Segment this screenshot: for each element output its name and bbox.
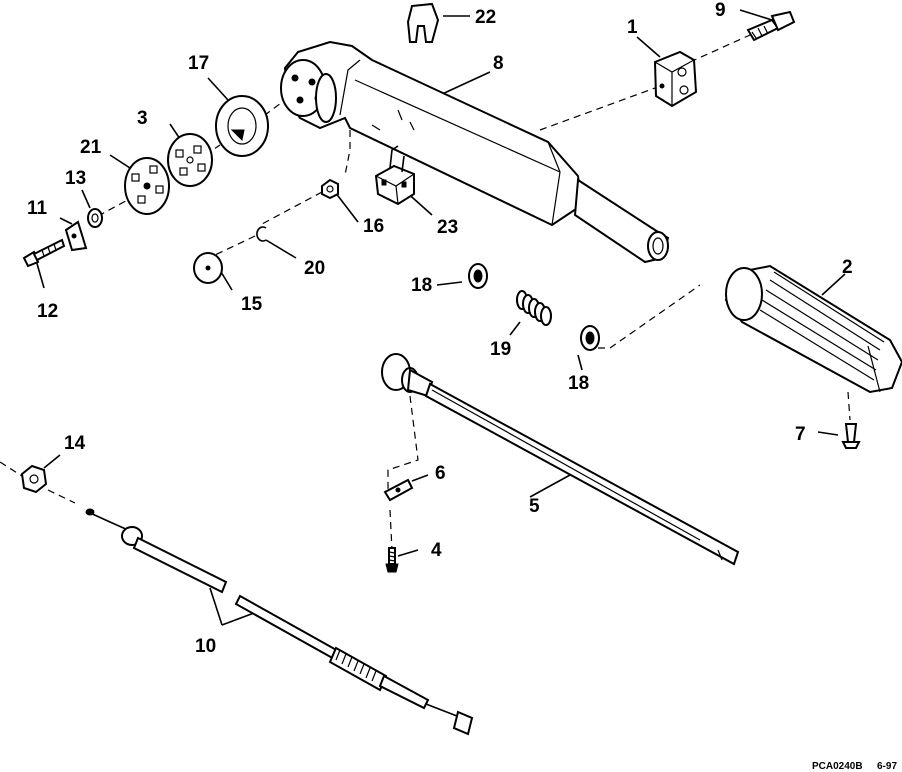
footer: PCA0240B 6-97 <box>812 761 897 772</box>
clip-part-22 <box>406 2 440 43</box>
label-part-7: 7 <box>795 424 806 445</box>
label-part-4: 4 <box>431 540 442 561</box>
label-part-21: 21 <box>80 137 102 158</box>
footer-code: PCA0240B <box>812 761 863 772</box>
washer-part-18-bottom <box>580 325 600 351</box>
label-part-6: 6 <box>435 463 446 484</box>
label-part-16: 16 <box>363 216 384 237</box>
label-part-15: 15 <box>241 294 263 315</box>
nut-part-16 <box>321 178 339 200</box>
bolt-part-12 <box>22 238 66 268</box>
label-part-19: 19 <box>490 339 511 360</box>
label-part-13: 13 <box>65 168 86 189</box>
shift-rod-part-5 <box>381 353 740 566</box>
washer-part-15 <box>193 252 223 284</box>
block-part-1 <box>653 50 698 108</box>
clip-part-6 <box>383 478 414 502</box>
label-part-11: 11 <box>27 198 48 219</box>
screw-part-4 <box>385 547 399 573</box>
label-part-8: 8 <box>493 53 504 74</box>
label-part-23: 23 <box>437 217 458 238</box>
switch-part-23 <box>374 145 415 206</box>
screw-part-9 <box>746 10 796 42</box>
label-part-22: 22 <box>475 7 496 28</box>
label-part-10: 10 <box>195 636 216 657</box>
part-number-labels: 1 2 3 4 5 6 7 8 9 10 11 12 13 14 15 16 1… <box>27 0 853 657</box>
nut-part-14 <box>20 464 48 494</box>
tiller-arm-part-8 <box>280 40 670 264</box>
label-part-17: 17 <box>188 53 209 74</box>
label-part-12: 12 <box>37 301 58 322</box>
washer-part-13 <box>87 208 103 228</box>
label-part-14: 14 <box>64 433 86 454</box>
label-part-18-bottom: 18 <box>568 373 589 394</box>
screw-part-7 <box>841 423 861 449</box>
label-part-5: 5 <box>529 496 540 517</box>
disc-part-21 <box>124 157 170 215</box>
bracket-part-11 <box>64 220 88 252</box>
footer-date: 6-97 <box>877 761 897 772</box>
label-part-20: 20 <box>304 258 325 279</box>
plate-part-3 <box>167 133 213 187</box>
throttle-cable-part-10 <box>85 508 474 736</box>
label-part-3: 3 <box>137 108 148 129</box>
spring-part-19 <box>516 290 552 326</box>
label-part-1: 1 <box>627 17 638 38</box>
label-part-2: 2 <box>842 257 853 278</box>
label-part-18-top: 18 <box>411 275 432 296</box>
ring-part-17 <box>215 95 269 157</box>
eclip-part-20 <box>256 226 267 242</box>
grip-part-2 <box>724 264 902 394</box>
washer-part-18-top <box>468 263 488 289</box>
label-part-9: 9 <box>715 0 726 21</box>
